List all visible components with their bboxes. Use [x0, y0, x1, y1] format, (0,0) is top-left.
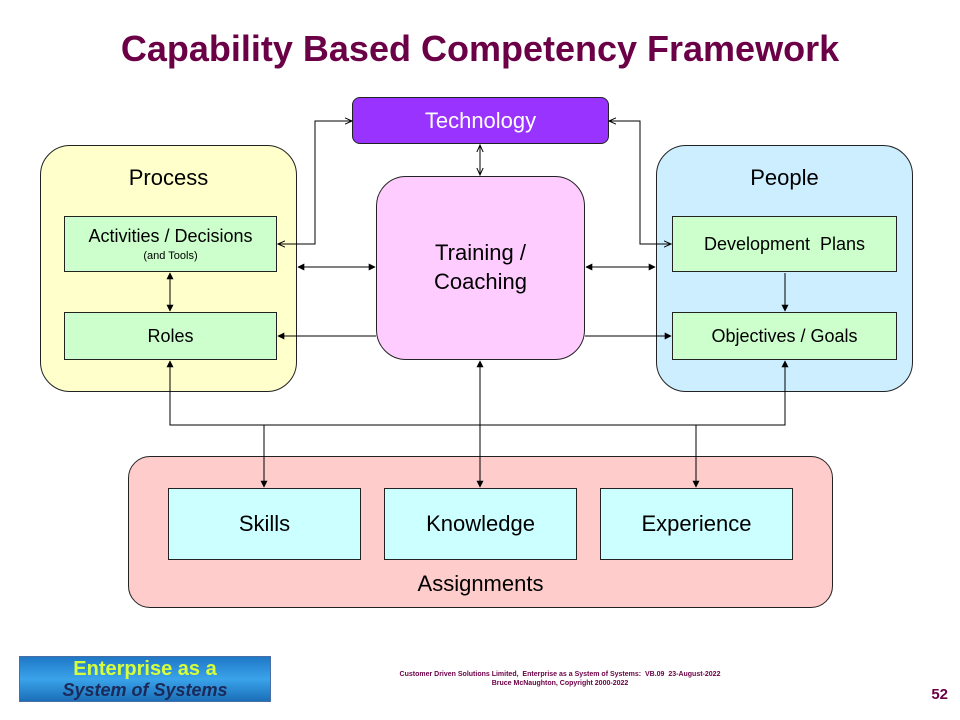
roles-box: Roles: [64, 312, 277, 360]
development-plans-label: Development Plans: [703, 233, 866, 254]
objectives-goals-box: Objectives / Goals: [672, 312, 897, 360]
people-label: People: [750, 165, 819, 190]
objectives-goals-label: Objectives / Goals: [711, 325, 858, 346]
experience-box: Experience: [600, 488, 793, 560]
training-coaching-box: Training / Coaching: [376, 176, 585, 360]
enterprise-logo: Enterprise as a System of Systems: [19, 656, 271, 702]
experience-label: Experience: [641, 511, 752, 536]
activities-decisions-box: Activities / Decisions (and Tools): [64, 216, 277, 272]
skills-box: Skills: [168, 488, 361, 560]
skills-label: Skills: [238, 511, 291, 536]
tech-activities-connector: [278, 121, 352, 244]
activities-sublabel: (and Tools): [143, 250, 198, 262]
logo-line2: System of Systems: [62, 680, 228, 700]
activities-label: Activities / Decisions: [88, 226, 253, 246]
knowledge-box: Knowledge: [384, 488, 577, 560]
process-label: Process: [128, 165, 209, 190]
roles-label: Roles: [147, 325, 194, 346]
knowledge-label: Knowledge: [426, 511, 535, 536]
footer-line2: Bruce McNaughton, Copyright 2000-2022: [491, 680, 629, 687]
footer-line1: Customer Driven Solutions Limited, Enter…: [399, 671, 721, 678]
training-label-line2: Coaching: [434, 269, 527, 294]
tech-development-connector: [609, 121, 671, 244]
footer-text: Customer Driven Solutions Limited, Enter…: [300, 670, 820, 688]
page-title: Capability Based Competency Framework: [120, 28, 840, 69]
training-label-line1: Training /: [435, 240, 526, 266]
roles-objectives-bus: [166, 360, 789, 426]
logo-line1: Enterprise as a: [73, 658, 217, 680]
technology-label: Technology: [424, 107, 537, 133]
page-number: 52: [931, 686, 948, 703]
assignments-label: Assignments: [417, 571, 544, 596]
development-plans-box: Development Plans: [672, 216, 897, 272]
technology-box: Technology: [352, 97, 609, 144]
